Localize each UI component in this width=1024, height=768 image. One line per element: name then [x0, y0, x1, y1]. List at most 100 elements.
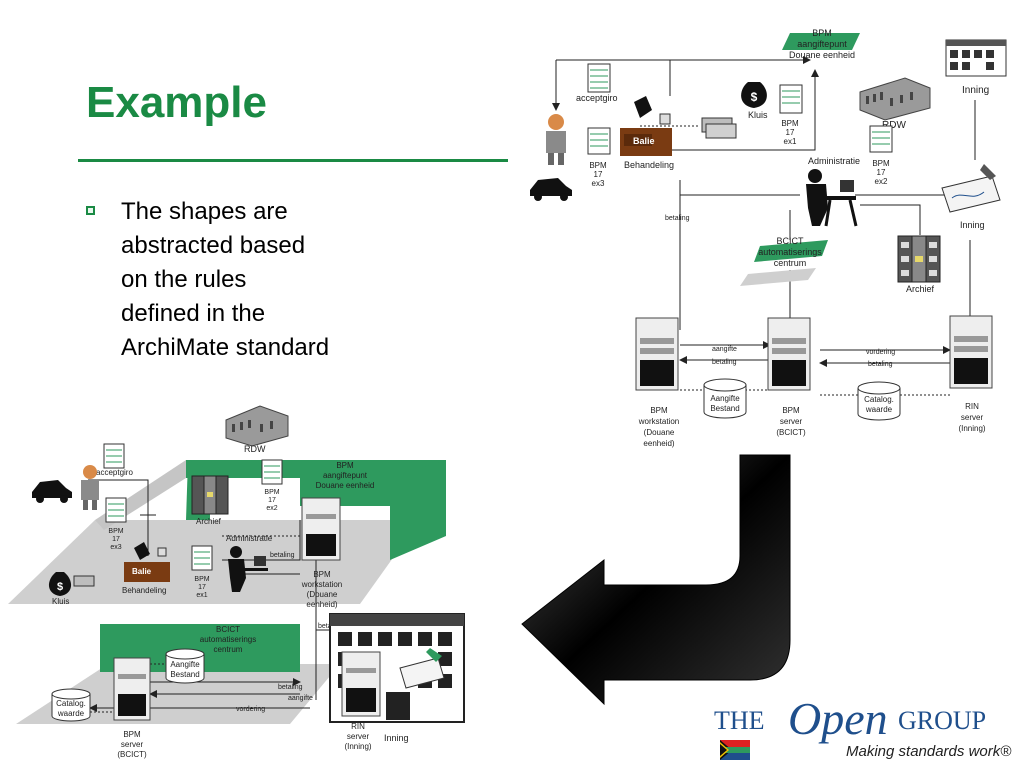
top-money-stack-icon — [701, 117, 737, 139]
logo-the: THE — [714, 706, 765, 735]
slide-title: Example — [86, 78, 267, 127]
bottom-bpm-workstation-l3: (Douane — [307, 590, 338, 599]
bottom-bpm-ex1-l2: 17 — [198, 584, 206, 591]
bottom-kluis-label: Kluis — [52, 597, 69, 606]
top-bcict-l2: automatiserings — [758, 247, 822, 257]
bottom-balie-desk-icon — [124, 542, 170, 582]
bottom-archief-icon — [191, 475, 229, 515]
top-bpm-server-l2: server — [780, 417, 803, 426]
top-bpm-server-l3: (BCICT) — [776, 428, 806, 437]
bullet-marker-icon — [86, 206, 95, 215]
bottom-rdw-building-icon — [225, 405, 289, 447]
top-archief-label: Archief — [906, 284, 935, 294]
bottom-bpm-workstation-l1: BPM — [313, 570, 331, 579]
top-catalog-waarde-database-icon — [857, 381, 901, 421]
top-administratie-label: Administratie — [808, 156, 860, 166]
top-desk-worker-icon — [806, 169, 858, 227]
bottom-bpm-server-icon — [113, 657, 151, 721]
top-aangifte-bestand-l1: Aangifte — [710, 394, 740, 403]
bottom-bpm-ex3-l2: 17 — [112, 536, 120, 543]
bottom-bpm-server-l2: server — [121, 740, 144, 749]
bottom-cheque-icon — [399, 648, 445, 689]
bottom-bpm-workstation-server-icon — [301, 497, 341, 561]
top-bpm-ex3-document-icon — [587, 127, 611, 155]
bottom-rin-server-icon — [341, 651, 381, 717]
top-bpm-ex1-l3: ex1 — [784, 137, 797, 146]
top-cheque-icon — [941, 164, 1001, 213]
top-car-icon — [530, 178, 572, 201]
top-rin-server-l1: RIN — [965, 402, 979, 411]
top-inning-building-icon — [945, 39, 1007, 77]
top-vordering-label: vordering — [866, 349, 895, 356]
top-money-bag-icon: $ — [741, 82, 767, 108]
bottom-money-stack-icon — [73, 575, 95, 587]
bottom-money-bag-icon: $ — [48, 572, 72, 596]
bottom-aangifte-bestand-l1: Aangifte — [170, 660, 200, 669]
top-bpm-workstation-l1: BPM — [650, 406, 668, 415]
top-bpm-ex2-l2: 17 — [877, 168, 886, 177]
top-acceptgiro-label: acceptgiro — [576, 93, 618, 103]
title-divider — [78, 159, 508, 162]
top-aangifte-label: aangifte — [712, 346, 737, 353]
bottom-acceptgiro-label: acceptgiro — [96, 468, 133, 477]
top-aangifte-bestand-database-icon — [703, 378, 747, 419]
bottom-bpm-ex1-l3: ex1 — [196, 592, 207, 599]
bottom-bpm-server-l1: BPM — [123, 730, 141, 739]
bottom-bpm-ex2-l3: ex2 — [266, 505, 277, 512]
top-rdw-building-icon — [859, 77, 931, 121]
bottom-rin-server-l1: RIN — [351, 722, 365, 731]
top-bcict-l1: BCICT — [777, 236, 805, 246]
bottom-bpm-aangiftepunt-l1: BPM — [336, 461, 354, 470]
top-bpm-server-icon — [767, 317, 811, 391]
bottom-bcict-l2: automatiserings — [200, 635, 256, 644]
bottom-archief-label: Archief — [196, 517, 222, 526]
bottom-bpm-ex3-document-icon — [105, 497, 127, 523]
bottom-inning-label: Inning — [384, 733, 409, 743]
bottom-bpm-ex3-l3: ex3 — [110, 544, 121, 551]
bottom-behandeling-label: Behandeling — [122, 586, 166, 595]
top-person-icon — [546, 114, 566, 165]
top-bpm-ex2-l3: ex2 — [875, 177, 888, 186]
top-rdw-label: RDW — [882, 120, 906, 131]
bottom-aangifte-label: aangifte — [288, 695, 313, 702]
bottom-aangifte-bestand-l2: Bestand — [170, 670, 199, 679]
top-bpm-aangiftepunt: BPM aangiftepunt Douane eenheid — [782, 28, 860, 60]
top-betaling-label-3: betaling — [868, 361, 893, 368]
bottom-betaling-label-3: betaling — [278, 684, 303, 691]
top-bpm-ex3-l1: BPM — [589, 161, 607, 170]
top-archief-icon — [897, 235, 941, 283]
top-bpm-aangiftepunt-l3: Douane eenheid — [789, 50, 855, 60]
top-bpm-workstation-server-icon — [635, 317, 679, 391]
bottom-bpm-aangiftepunt-l3: Douane eenheid — [316, 481, 375, 490]
bottom-bpm-aangiftepunt-l2: aangiftepunt — [323, 471, 368, 480]
bottom-aangifte-bestand-database-icon — [165, 648, 205, 684]
top-balie-desk-icon — [620, 96, 672, 156]
top-aangifte-bestand-l2: Bestand — [710, 404, 739, 413]
top-bpm-aangiftepunt-l2: aangiftepunt — [797, 39, 847, 49]
top-catalog-waarde-l1: Catalog. — [864, 395, 894, 404]
top-bpm-ex2-l1: BPM — [872, 159, 890, 168]
curved-arrow-icon — [521, 454, 791, 706]
bottom-catalog-waarde-l2: waarde — [57, 709, 85, 718]
top-bpm-ex1-l1: BPM — [781, 119, 799, 128]
bottom-person-icon — [81, 465, 99, 510]
top-betaling-label-2: betaling — [712, 359, 737, 366]
bottom-bpm-ex2-l1: BPM — [264, 489, 279, 496]
bottom-bcict-l3: centrum — [214, 645, 243, 654]
top-bcict-block — [740, 240, 828, 286]
bullet-text: The shapes are abstracted based on the r… — [121, 198, 330, 361]
svg-text:$: $ — [751, 90, 758, 104]
top-bpm-ex3-l3: ex3 — [592, 179, 605, 188]
bottom-catalog-waarde-l1: Catalog. — [56, 699, 86, 708]
top-inning-building-label: Inning — [962, 85, 989, 96]
bottom-balie-label: Balie — [132, 567, 152, 576]
top-rin-server-l2: server — [961, 413, 984, 422]
top-inning-cheque-label: Inning — [960, 220, 985, 230]
top-catalog-waarde-l2: waarde — [865, 405, 893, 414]
top-acceptgiro-document-icon — [587, 63, 611, 93]
top-bpm-workstation-l4: eenheid) — [643, 439, 674, 448]
logo-open: Open — [788, 693, 888, 744]
bottom-rin-server-l2: server — [347, 732, 370, 741]
top-rin-server-l3: (Inning) — [958, 424, 985, 433]
top-balie-label: Balie — [633, 136, 655, 146]
